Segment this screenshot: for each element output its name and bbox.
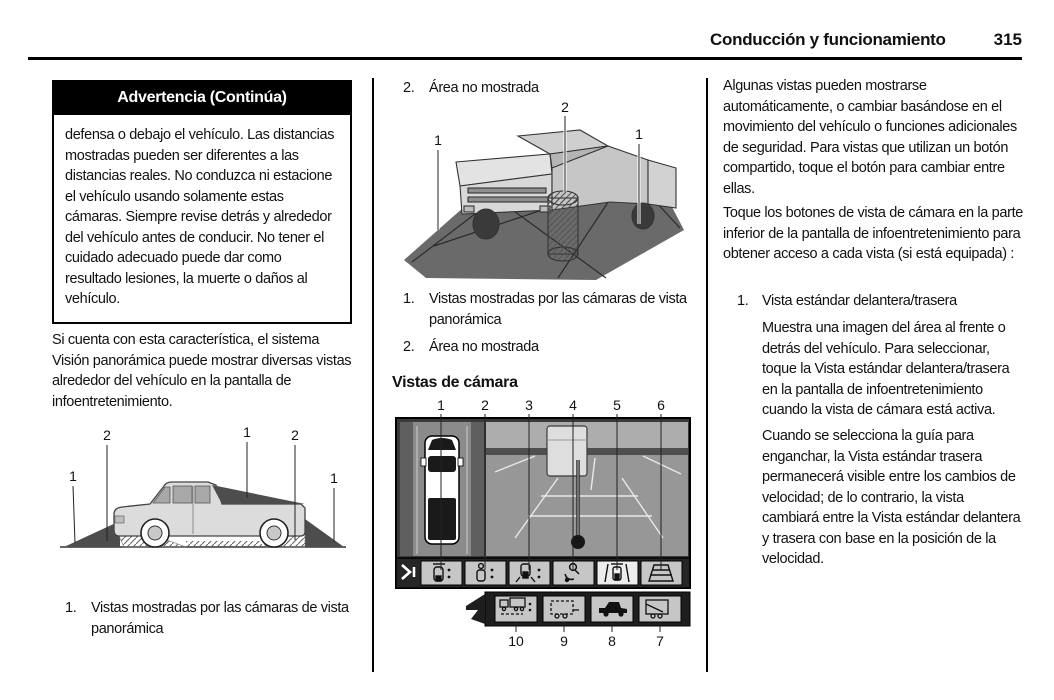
side-figure-callout-1-right: 1 <box>330 470 338 486</box>
warning-box: Advertencia (Continúa) defensa o debajo … <box>52 80 352 324</box>
rear-top-view-icon <box>476 562 494 582</box>
left-legend-item-1: 1. Vistas mostradas por las cámaras de v… <box>65 598 357 639</box>
birds-eye-panel <box>400 422 484 556</box>
side-figure-callout-1-left: 1 <box>69 468 77 484</box>
screen-callout-6: 6 <box>657 398 665 413</box>
legend-number: 2. <box>403 80 415 96</box>
legend-text: Vistas mostradas por las cámaras de vist… <box>429 291 687 328</box>
headlight <box>114 515 125 524</box>
side-view-camera-coverage-figure: 1 2 1 2 1 <box>60 424 346 548</box>
warning-title: Advertencia (Continúa) <box>54 82 350 115</box>
list-title: Vista estándar delantera/trasera <box>762 293 957 309</box>
side-figure-callout-2-front: 2 <box>103 427 111 443</box>
legend-number: 1. <box>403 291 415 307</box>
header-rule <box>28 57 1022 60</box>
next-buttons-arrow-icon <box>401 564 416 580</box>
middle-legend-top-item: 2. Área no mostrada <box>403 78 691 99</box>
legend-text: Área no mostrada <box>429 339 539 355</box>
middle-legend-item-1: 1. Vistas mostradas por las cámaras de v… <box>403 289 691 330</box>
legend-text: Vistas mostradas por las cámaras de vist… <box>91 600 349 637</box>
row2-pointer-shape <box>466 594 485 624</box>
right-paragraph-1: Algunas vistas pueden mostrarse automáti… <box>723 78 1017 197</box>
rear-camera-panel <box>486 422 688 556</box>
camera-buttons-toolbar <box>395 557 691 589</box>
page-header: Conducción y funcionamiento 315 <box>28 30 1022 50</box>
right-list-paragraph-1: Muestra una imagen del área al frente o … <box>762 320 1010 418</box>
screen-callout-3: 3 <box>525 398 533 413</box>
dumpster-object <box>546 425 588 477</box>
parking-lines <box>494 455 682 539</box>
legend-number: 1. <box>65 600 77 616</box>
front-three-quarter-camera-figure: 1 2 1 <box>404 102 684 280</box>
screen-callout-5: 5 <box>613 398 621 413</box>
screen-callout-9: 9 <box>560 633 568 649</box>
trailer-box-view-icon <box>645 599 669 619</box>
trailer-outline-view-icon <box>550 600 579 619</box>
under-hidden-area <box>186 541 262 547</box>
front-window <box>172 485 193 504</box>
screen-callout-2: 2 <box>481 398 489 413</box>
rear-window <box>194 485 211 504</box>
front-figure-callout-1-right: 1 <box>635 126 643 142</box>
right-list-item-1: 1. Vista estándar delantera/trasera <box>737 291 1023 312</box>
column-separator-left <box>372 78 374 672</box>
truck-side-view-icon <box>599 602 627 617</box>
legend-text: Área no mostrada <box>429 80 539 96</box>
screen-callout-4: 4 <box>569 398 577 413</box>
truck-trailer-view-icon <box>499 597 532 615</box>
section-title: Conducción y funcionamiento <box>710 30 946 49</box>
page-number: 315 <box>993 30 1022 49</box>
screen-callout-8: 8 <box>608 633 616 649</box>
legend-number: 2. <box>403 339 415 355</box>
front-top-view-icon <box>433 563 451 582</box>
screen-callout-7: 7 <box>656 633 664 649</box>
intro-paragraph: Si cuenta con esta característica, el si… <box>52 332 352 410</box>
hidden-area-pole <box>547 190 579 262</box>
column-separator-right <box>706 78 708 672</box>
side-figure-callout-2-rear: 2 <box>291 427 299 443</box>
pole-object <box>571 460 585 549</box>
right-list-paragraph-2: Cuando se selecciona la guía para enganc… <box>762 428 1021 567</box>
bed-camera-zone <box>212 485 305 504</box>
own-vehicle-top-view <box>420 435 464 545</box>
camera-views-heading: Vistas de cámara <box>392 374 518 391</box>
front-figure-callout-1-left: 1 <box>434 132 442 148</box>
screen-callout-10: 10 <box>508 633 524 649</box>
side-figure-callout-1-bed: 1 <box>243 424 251 440</box>
front-wheels-view-icon <box>515 563 541 583</box>
windshield <box>152 486 171 504</box>
warning-body: defensa o debajo el vehículo. Las distan… <box>65 127 335 307</box>
list-number: 1. <box>737 293 749 309</box>
screen-callout-1: 1 <box>437 398 445 413</box>
front-figure-callout-2: 2 <box>561 102 569 115</box>
front-camera-zone <box>64 521 120 547</box>
camera-view-buttons-row2 <box>466 591 691 632</box>
middle-legend-item-2: 2. Área no mostrada <box>403 337 691 358</box>
infotainment-screen-figure: 1 2 3 4 5 6 10 9 8 7 <box>395 398 691 649</box>
rear-camera-zone <box>305 519 344 547</box>
right-paragraph-2: Toque los botones de vista de cámara en … <box>723 205 1023 262</box>
